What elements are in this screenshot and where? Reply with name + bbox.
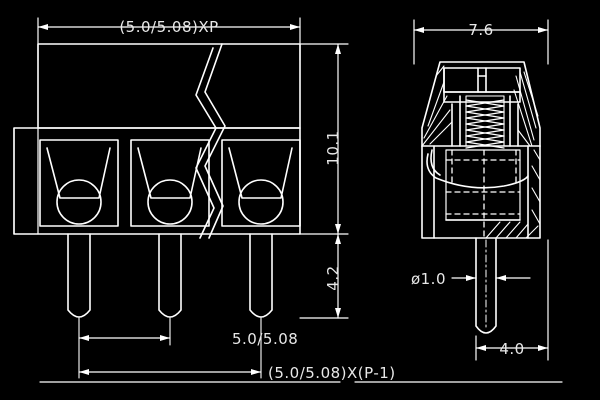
dimension-line-top-pitch bbox=[37, 24, 301, 30]
front-pin-extension-lines bbox=[78, 317, 262, 379]
side-clamp-cage bbox=[451, 95, 519, 147]
front-pole-2 bbox=[130, 139, 210, 227]
label-single-pitch: 5.0/5.08 bbox=[232, 330, 298, 348]
section-hatch-base bbox=[485, 149, 541, 239]
label-pin-height: 4.2 bbox=[324, 265, 342, 290]
front-pole-1 bbox=[39, 139, 119, 227]
side-vertical-dimensions bbox=[299, 43, 349, 319]
label-top-pitch-overall: (5.0/5.08)XP bbox=[119, 18, 218, 36]
screw-thread bbox=[465, 95, 505, 149]
section-hatch-left bbox=[421, 65, 453, 147]
section-hatch-right bbox=[513, 71, 539, 147]
dimension-pin-diameter bbox=[451, 275, 531, 281]
label-pin-diameter: ø1.0 bbox=[411, 270, 446, 288]
dimension-line-total-pitch bbox=[78, 369, 262, 375]
side-section-view bbox=[354, 19, 563, 383]
label-total-pitch: (5.0/5.08)X(P-1) bbox=[268, 364, 396, 382]
dimension-line-single-pitch bbox=[78, 335, 171, 341]
side-internal-frame bbox=[445, 149, 521, 221]
front-pole-3 bbox=[221, 139, 301, 227]
front-pins bbox=[67, 233, 273, 318]
label-body-height: 10.1 bbox=[324, 130, 342, 165]
break-line-symbol bbox=[195, 43, 226, 239]
side-pin bbox=[475, 237, 497, 334]
dimension-line-side-width bbox=[413, 27, 549, 33]
label-pin-offset: 4.0 bbox=[499, 340, 524, 358]
dimension-pin-offset bbox=[475, 239, 549, 361]
dimension-labels: (5.0/5.08)XP 5.0/5.08 (5.0/5.08)X(P-1) 1… bbox=[119, 18, 524, 382]
side-top-dim-extension-lines bbox=[413, 19, 549, 65]
front-view bbox=[13, 17, 341, 383]
side-internal-hidden-lines bbox=[445, 149, 521, 237]
label-side-width: 7.6 bbox=[468, 21, 493, 39]
